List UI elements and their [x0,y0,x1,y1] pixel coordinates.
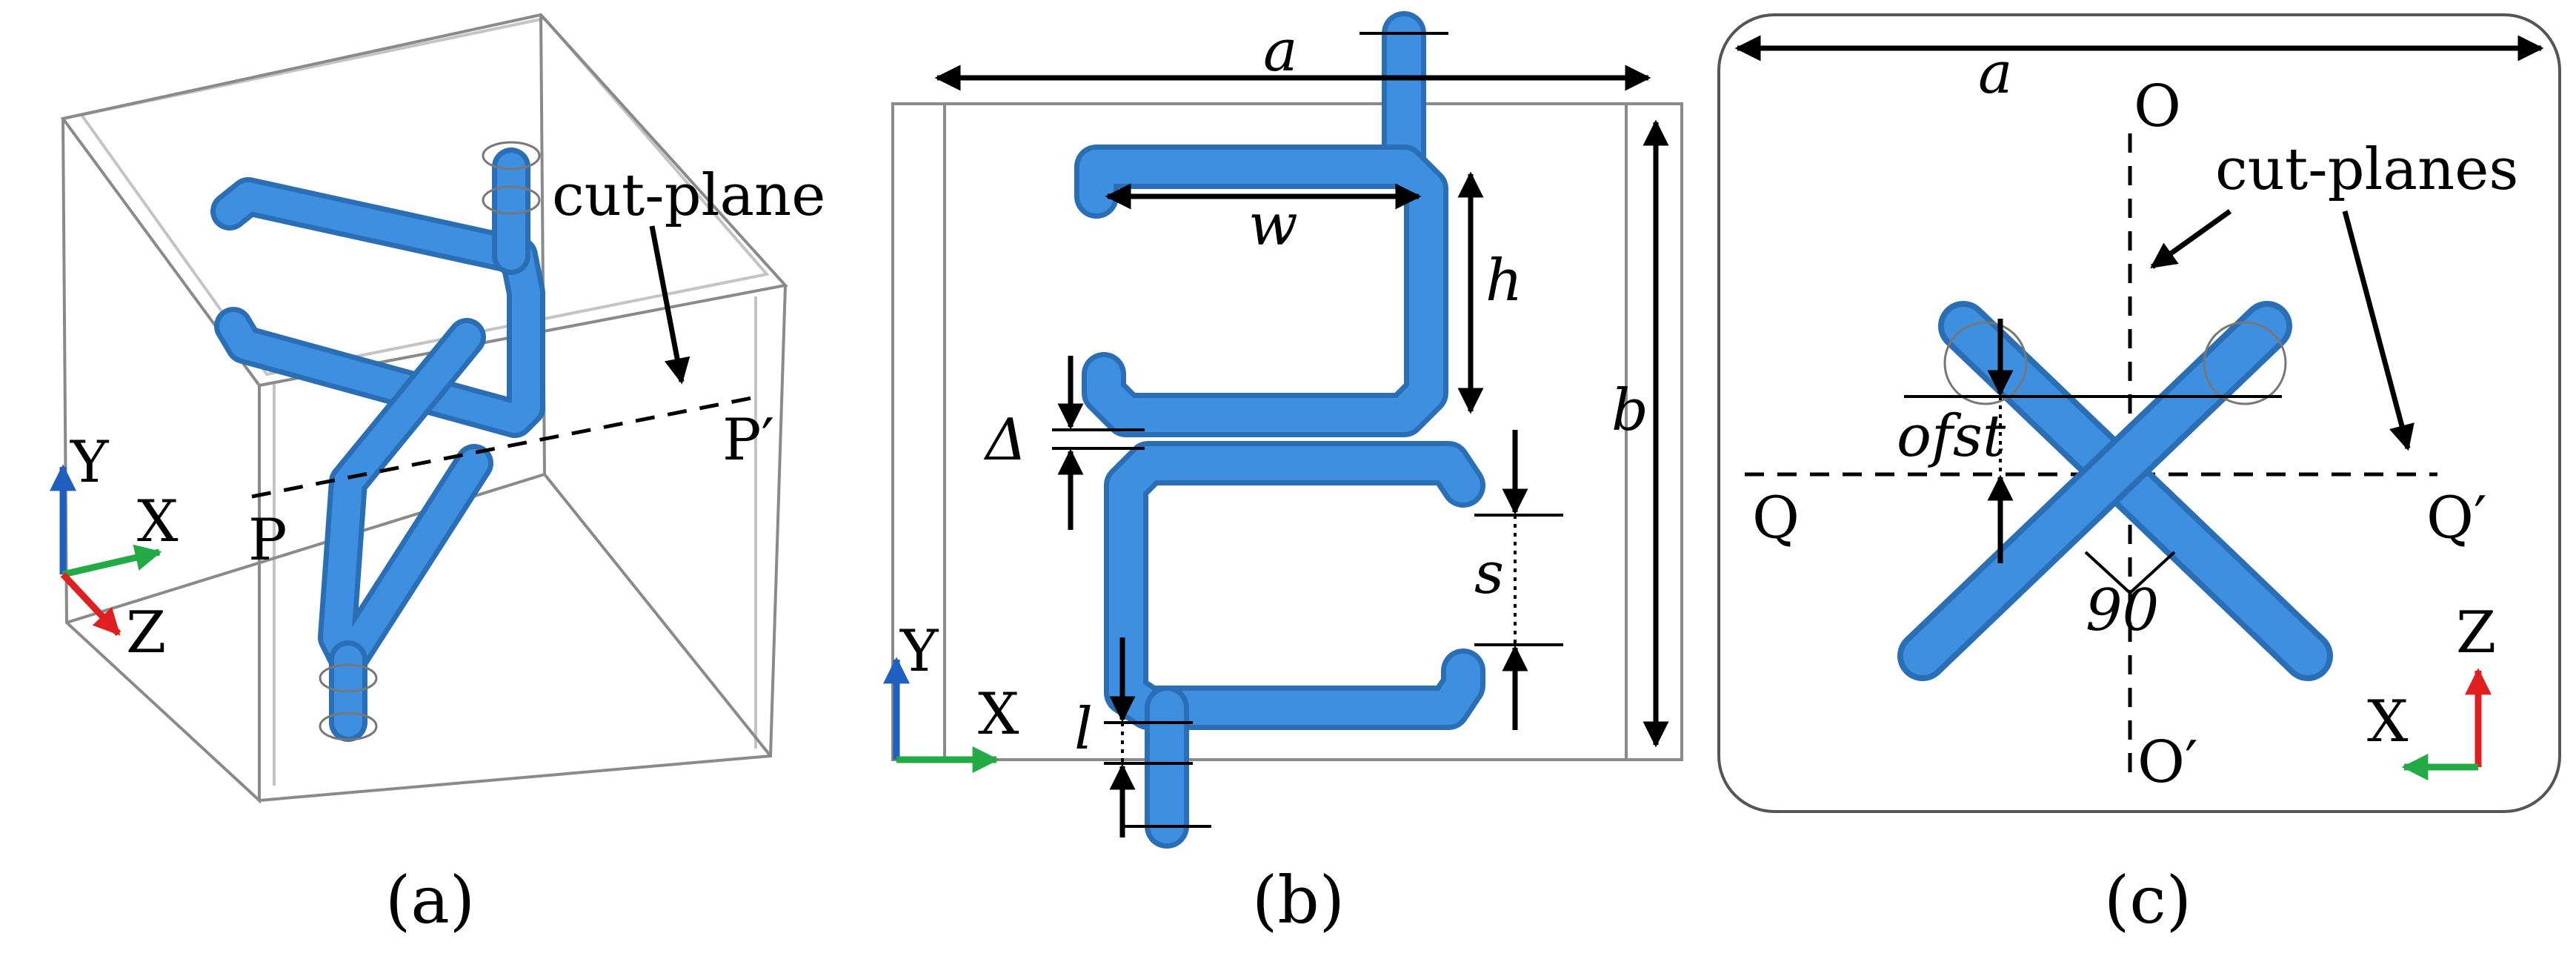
caption-a: (a) [385,862,475,938]
dim-a-label-c: a [1978,40,2013,107]
caption-c: (c) [2104,862,2191,938]
ofst-label: ofst [1897,403,2006,470]
cut-plane-line [251,394,760,499]
o-label: O [2134,73,2181,140]
dim-delta-label: Δ [983,407,1027,474]
cut-plane-arrow [649,225,690,385]
caption-b: (b) [1252,862,1345,938]
dim-s-label: s [1474,540,1504,607]
o-prime-label: O′ [2137,729,2198,796]
cut-planes-arrow-1 [2150,209,2232,269]
q-prime-label: Q′ [2426,485,2487,551]
axis-x-label-c: X [2367,689,2409,755]
axis-z-label-c: Z [2456,600,2496,666]
axis-x-label-b: X [978,681,1019,748]
p-prime-label: P′ [722,407,774,474]
dim-l-label: l [1074,696,1093,763]
axis-triad-c: Z X [2367,600,2496,780]
pipe-structure-3d [210,141,545,742]
axis-x-label: X [137,488,179,555]
dim-b-label: b [1611,377,1648,444]
cut-planes-label: cut-planes [2215,136,2518,203]
box-3d [60,13,788,804]
crossed-pipes [1897,301,2333,681]
axis-z-label: Z [126,600,166,666]
pipe-structure-2d [1074,11,1485,849]
cut-plane-label: cut-plane [552,162,825,229]
axis-y-label: Y [70,429,110,496]
cut-planes-arrow-2 [2342,210,2414,451]
q-label: Q [1752,485,1800,551]
panel-c: a O O′ Q Q′ 90 ofst cut-planes [1717,13,2561,938]
p-label: P [248,507,287,574]
panel-a: cut-plane P P′ Y X Z (a) [50,13,825,938]
angle-label: 90 [2086,577,2159,644]
axis-y-label-b: Y [899,618,939,685]
dim-w-label: w [1248,192,1298,259]
axis-triad-b: Y X [883,618,1019,773]
dim-h-label: h [1485,248,1522,314]
panel-b: a b w h Δ s l Y X [883,11,1683,938]
dim-a-label: a [1263,18,1298,84]
axis-triad-a: Y X Z [50,429,179,666]
